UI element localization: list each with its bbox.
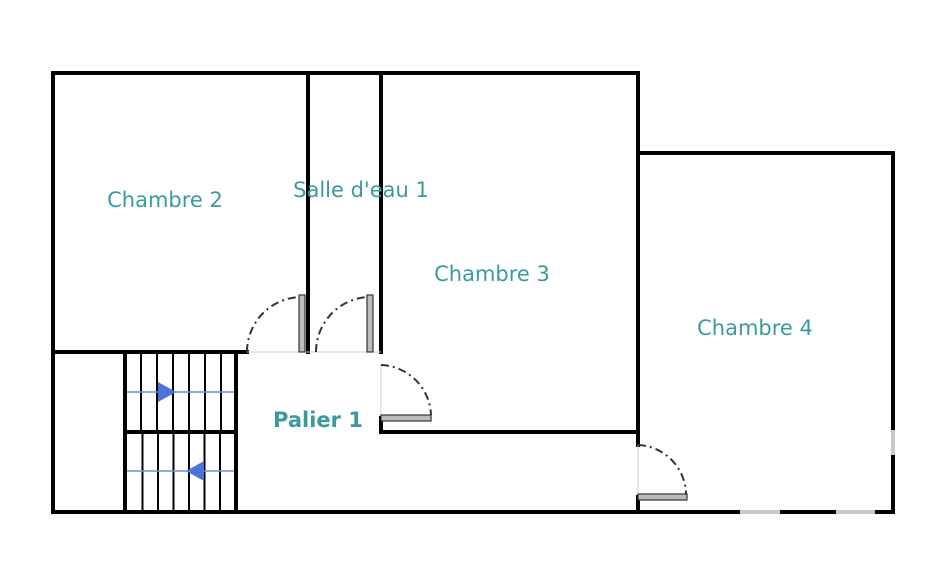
windows (740, 430, 895, 514)
room-label-salle-deau-1: Salle d'eau 1 (293, 178, 429, 202)
room-label-chambre-3: Chambre 3 (434, 262, 550, 286)
doors (246, 294, 688, 501)
room-label-chambre-4: Chambre 4 (697, 316, 813, 340)
room-label-chambre-2: Chambre 2 (107, 188, 223, 212)
walls (51, 71, 895, 514)
stair-arrow-right-icon (158, 382, 176, 402)
room-label-palier-1: Palier 1 (273, 408, 363, 432)
staircase (123, 350, 238, 514)
stair-arrow-left-icon (186, 461, 204, 481)
room-labels: Chambre 2 Salle d'eau 1 Chambre 3 Chambr… (107, 178, 813, 432)
